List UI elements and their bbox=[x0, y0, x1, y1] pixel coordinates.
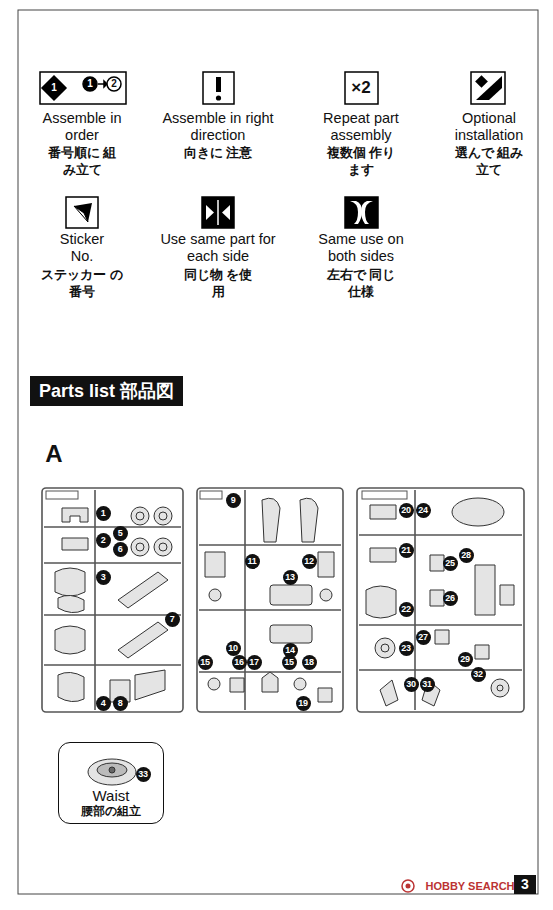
sprue-frames bbox=[42, 488, 524, 712]
callout-number: 27 bbox=[416, 630, 431, 645]
callout-circle: 31 bbox=[420, 677, 435, 692]
box-title-ja: 腰部の組立 bbox=[81, 804, 141, 818]
callout-number: 15 bbox=[198, 655, 213, 670]
callout-number: 13 bbox=[283, 570, 298, 585]
legend-text: Assemble in right direction bbox=[157, 110, 279, 144]
callout-circle: 15 bbox=[282, 655, 297, 670]
callout-number: 24 bbox=[416, 503, 431, 518]
callout-number: 33 bbox=[136, 767, 151, 782]
callout-circle: 2 bbox=[96, 533, 111, 548]
legend-text: Same use on both sides bbox=[305, 231, 417, 265]
page-number-box: 3 bbox=[514, 875, 536, 894]
callout-circle: 11 bbox=[245, 554, 260, 569]
callout-circle: 30 bbox=[404, 677, 419, 692]
legend-text: Optional installation bbox=[441, 110, 537, 144]
callout-circle: 32 bbox=[471, 667, 486, 682]
callout-circle: 23 bbox=[399, 641, 414, 656]
callout-number: 3 bbox=[96, 570, 111, 585]
callout-circle: 18 bbox=[302, 655, 317, 670]
watermark: HOBBY SEARCH bbox=[415, 879, 525, 893]
callout-number: 5 bbox=[113, 526, 128, 541]
callout-circle: 26 bbox=[443, 591, 458, 606]
callout-number: 11 bbox=[245, 554, 260, 569]
callout-circle: 5 bbox=[113, 526, 128, 541]
callout-number: 16 bbox=[232, 655, 247, 670]
callout-number: 23 bbox=[399, 641, 414, 656]
callout-circle: 28 bbox=[459, 548, 474, 563]
callout-circle: 25 bbox=[443, 556, 458, 571]
page-border bbox=[18, 10, 538, 894]
callout-circle: 33 bbox=[136, 767, 151, 782]
callout-number: 17 bbox=[247, 655, 262, 670]
callout-number: 29 bbox=[458, 652, 473, 667]
callout-number: 10 bbox=[226, 641, 241, 656]
legend-text: Repeat part assembly bbox=[313, 110, 409, 144]
callout-circle: 6 bbox=[113, 542, 128, 557]
callout-number: 22 bbox=[399, 602, 414, 617]
waist-part bbox=[88, 759, 136, 785]
legend-text-ja: 同じ物 を使用 bbox=[178, 266, 258, 300]
callout-circle: 27 bbox=[416, 630, 431, 645]
callout-circle: 1 bbox=[96, 506, 111, 521]
callout-number: 15 bbox=[282, 655, 297, 670]
callout-number: 9 bbox=[226, 493, 241, 508]
legend-text-ja: ステッカー の番号 bbox=[37, 266, 127, 300]
callout-circle: 24 bbox=[416, 503, 431, 518]
callout-number: 30 bbox=[404, 677, 419, 692]
callout-number: 32 bbox=[471, 667, 486, 682]
watermark-logo bbox=[402, 880, 414, 892]
callout-number: 25 bbox=[443, 556, 458, 571]
box-title: Waist bbox=[93, 787, 130, 804]
assembly-box: Waist腰部の組立 33 bbox=[58, 742, 164, 824]
legend-text-ja: 複数個 作ります bbox=[321, 144, 401, 178]
legend-text: Assemble in order bbox=[40, 110, 124, 144]
callout-number: 2 bbox=[96, 533, 111, 548]
icon-number: 1 bbox=[46, 81, 62, 95]
callout-number: 4 bbox=[96, 696, 111, 711]
callout-number: 28 bbox=[459, 548, 474, 563]
legend-text-ja: 向きに 注意 bbox=[178, 144, 258, 161]
callout-number: 1 bbox=[96, 506, 111, 521]
callout-circle: 3 bbox=[96, 570, 111, 585]
callout-number: 18 bbox=[302, 655, 317, 670]
callout-number: 6 bbox=[113, 542, 128, 557]
legend-text-ja: 番号順に 組み立て bbox=[42, 144, 122, 178]
callout-circle: 10 bbox=[226, 641, 241, 656]
icon-number: 2 bbox=[107, 77, 121, 91]
icon-text: ×2 bbox=[345, 76, 378, 100]
callout-circle: 20 bbox=[399, 503, 414, 518]
page-number: 3 bbox=[521, 875, 529, 894]
callout-circle: 12 bbox=[302, 554, 317, 569]
legend-text-ja: 選んで 組み立て bbox=[449, 144, 529, 178]
legend-icons bbox=[40, 72, 505, 228]
callout-number: 31 bbox=[420, 677, 435, 692]
section-bar: Parts list 部品図 bbox=[30, 376, 183, 406]
kit-parts bbox=[55, 498, 514, 706]
callout-circle: 16 bbox=[232, 655, 247, 670]
sprue-letter: A bbox=[39, 440, 69, 468]
callout-number: 20 bbox=[399, 503, 414, 518]
legend-text-ja: 左右で 同じ仕様 bbox=[321, 266, 401, 300]
callout-circle: 15 bbox=[198, 655, 213, 670]
callout-circle: 7 bbox=[165, 612, 180, 627]
section-title: Parts list 部品図 bbox=[39, 380, 174, 402]
callout-number: 8 bbox=[113, 696, 128, 711]
callout-number: 26 bbox=[443, 591, 458, 606]
callout-circle: 21 bbox=[399, 543, 414, 558]
callout-circle: 17 bbox=[247, 655, 262, 670]
callout-circle: 19 bbox=[296, 696, 311, 711]
callout-number: 7 bbox=[165, 612, 180, 627]
legend-text: Sticker No. bbox=[50, 231, 114, 265]
callout-circle: 8 bbox=[113, 696, 128, 711]
callout-number: 19 bbox=[296, 696, 311, 711]
callout-number: 21 bbox=[399, 543, 414, 558]
callout-circle: 29 bbox=[458, 652, 473, 667]
callout-circle: 13 bbox=[283, 570, 298, 585]
callout-circle: 4 bbox=[96, 696, 111, 711]
callout-circle: 22 bbox=[399, 602, 414, 617]
callout-number: 12 bbox=[302, 554, 317, 569]
callout-circle: 9 bbox=[226, 493, 241, 508]
icon-number: 1 bbox=[83, 77, 97, 91]
legend-text: Use same part for each side bbox=[159, 231, 277, 265]
